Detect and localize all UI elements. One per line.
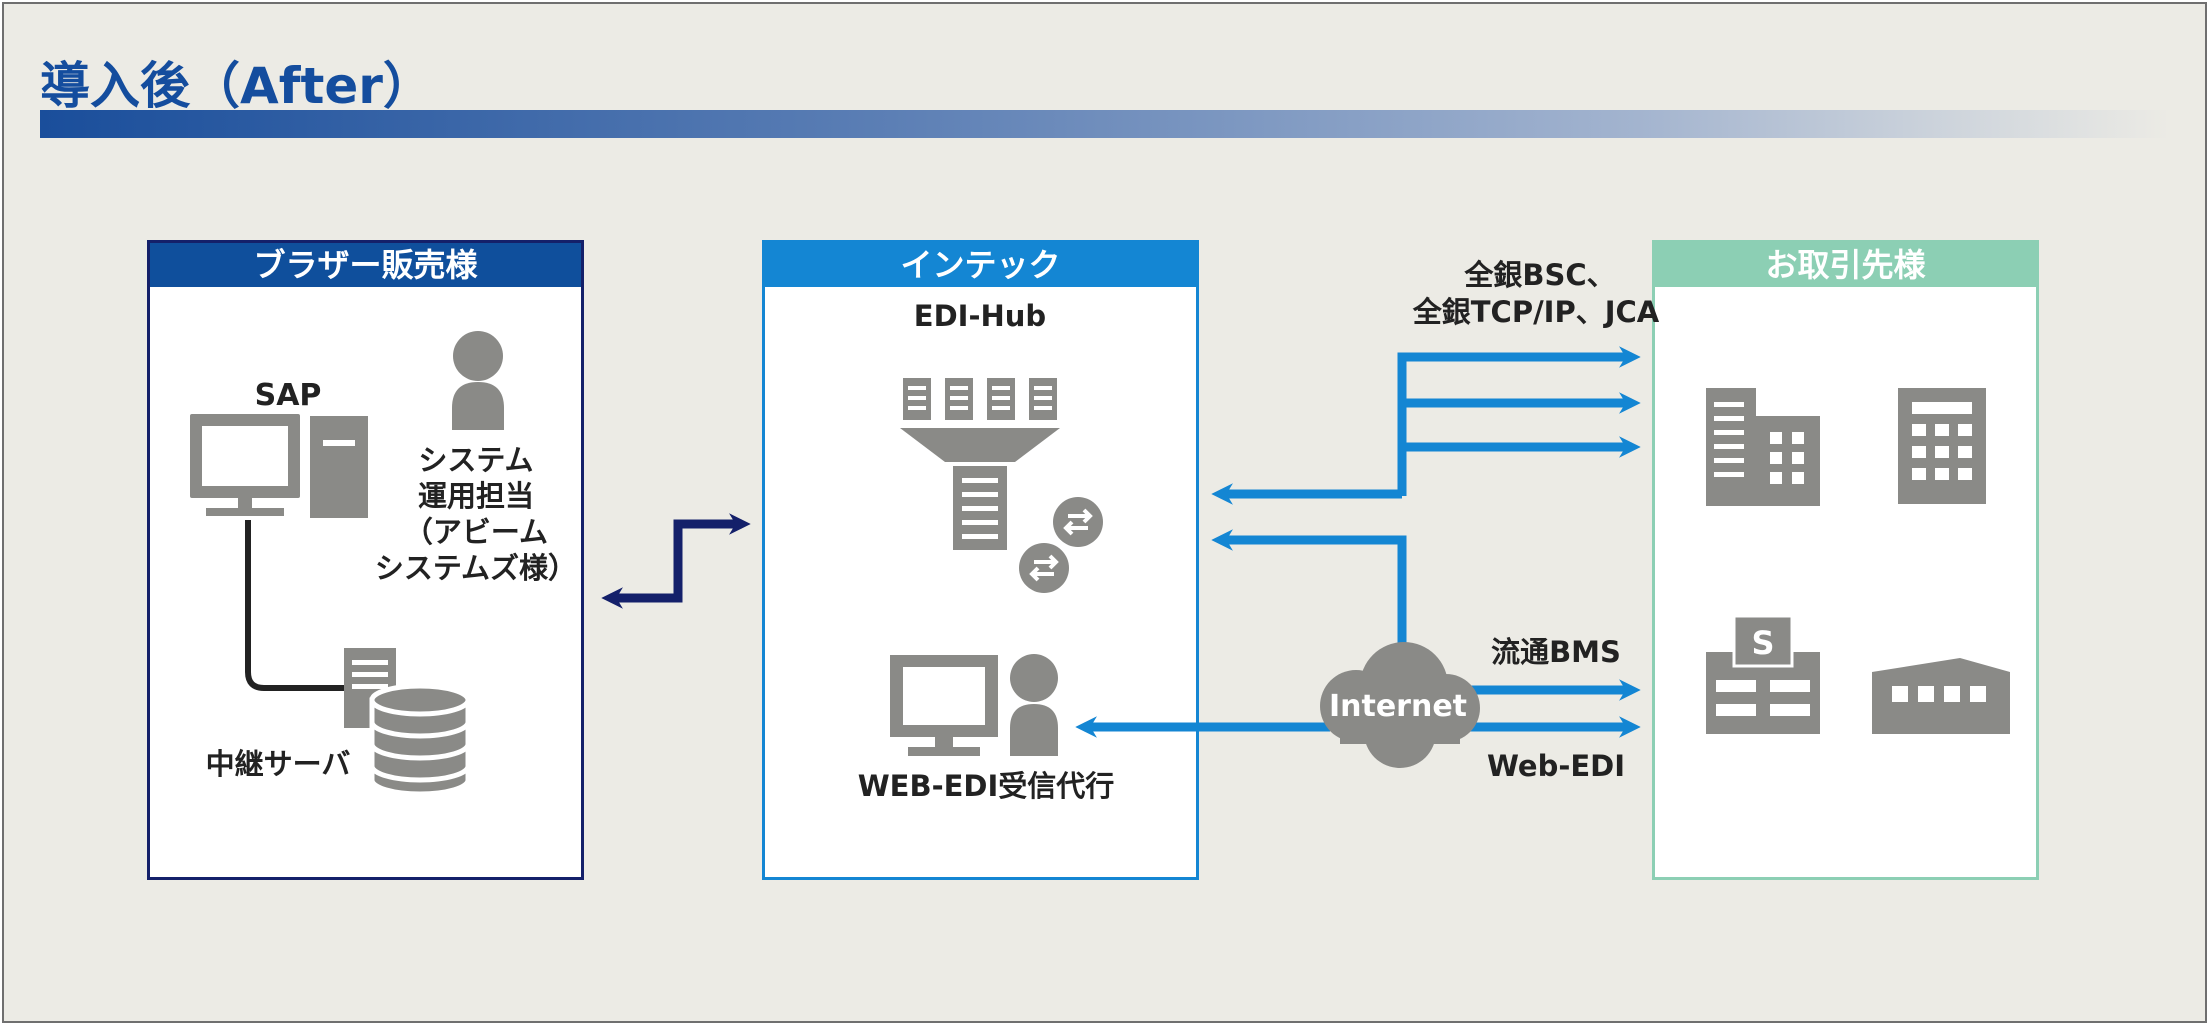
store-building-icon: S [1706, 614, 1820, 734]
bank-connector-arrow-1 [1397, 346, 1641, 496]
web-edi-service-label: WEB-EDI受信代行 [858, 769, 1115, 803]
operator-label-line2: 運用担当 [418, 479, 534, 513]
sap-label: SAP [255, 378, 322, 413]
title-underline-bar [40, 110, 2170, 138]
tower-building-icon [1898, 388, 1986, 504]
warehouse-icon [1872, 658, 2010, 734]
retail-bms-label: 流通BMS [1491, 635, 1621, 669]
edi-hub-label: EDI-Hub [914, 299, 1046, 333]
bank-protocols-label-line2: 全銀TCP/IP、JCA [1412, 295, 1660, 329]
operator-label-line1: システム [418, 443, 533, 477]
internet-connectors [1075, 679, 1641, 738]
store-sign-letter: S [1751, 624, 1774, 662]
bank-protocol-connectors [1211, 346, 1641, 680]
web-edi-label: Web-EDI [1487, 749, 1625, 783]
page-title: 導入後（After） [40, 57, 433, 115]
operator-label-line3: （アビーム [404, 515, 548, 549]
sap-to-relay-cable [245, 520, 346, 691]
exchange-icon [1053, 497, 1103, 547]
internet-label: Internet [1329, 689, 1467, 724]
office-building-icon [1706, 388, 1820, 506]
brother-sales-header: ブラザー販売様 [150, 243, 581, 287]
bank-protocols-label-line1: 全銀BSC、 [1463, 258, 1615, 292]
intec-panel: インテック [762, 240, 1199, 880]
operator-person-icon [452, 331, 504, 430]
web-edi-operator-person-icon [1010, 654, 1058, 756]
exchange-icon [1019, 543, 1069, 593]
web-edi-computer-icon [890, 655, 998, 756]
edi-hub-funnel-server-icon [900, 378, 1060, 550]
partners-header: お取引先様 [1655, 243, 2036, 287]
brother-intec-connector-arrow [601, 513, 751, 609]
internet-cloud-icon [1320, 642, 1480, 768]
relay-server-label: 中継サーバ [206, 747, 351, 781]
sap-computer-icon [190, 414, 368, 518]
partners-panel: お取引先様 [1652, 240, 2039, 880]
internet-to-edi-hub-arrow [1211, 529, 1407, 680]
operator-label-line4: システムズ様） [375, 551, 577, 585]
database-icon [369, 683, 471, 797]
brother-sales-panel: ブラザー販売様 [147, 240, 584, 880]
intec-header: インテック [765, 243, 1196, 287]
